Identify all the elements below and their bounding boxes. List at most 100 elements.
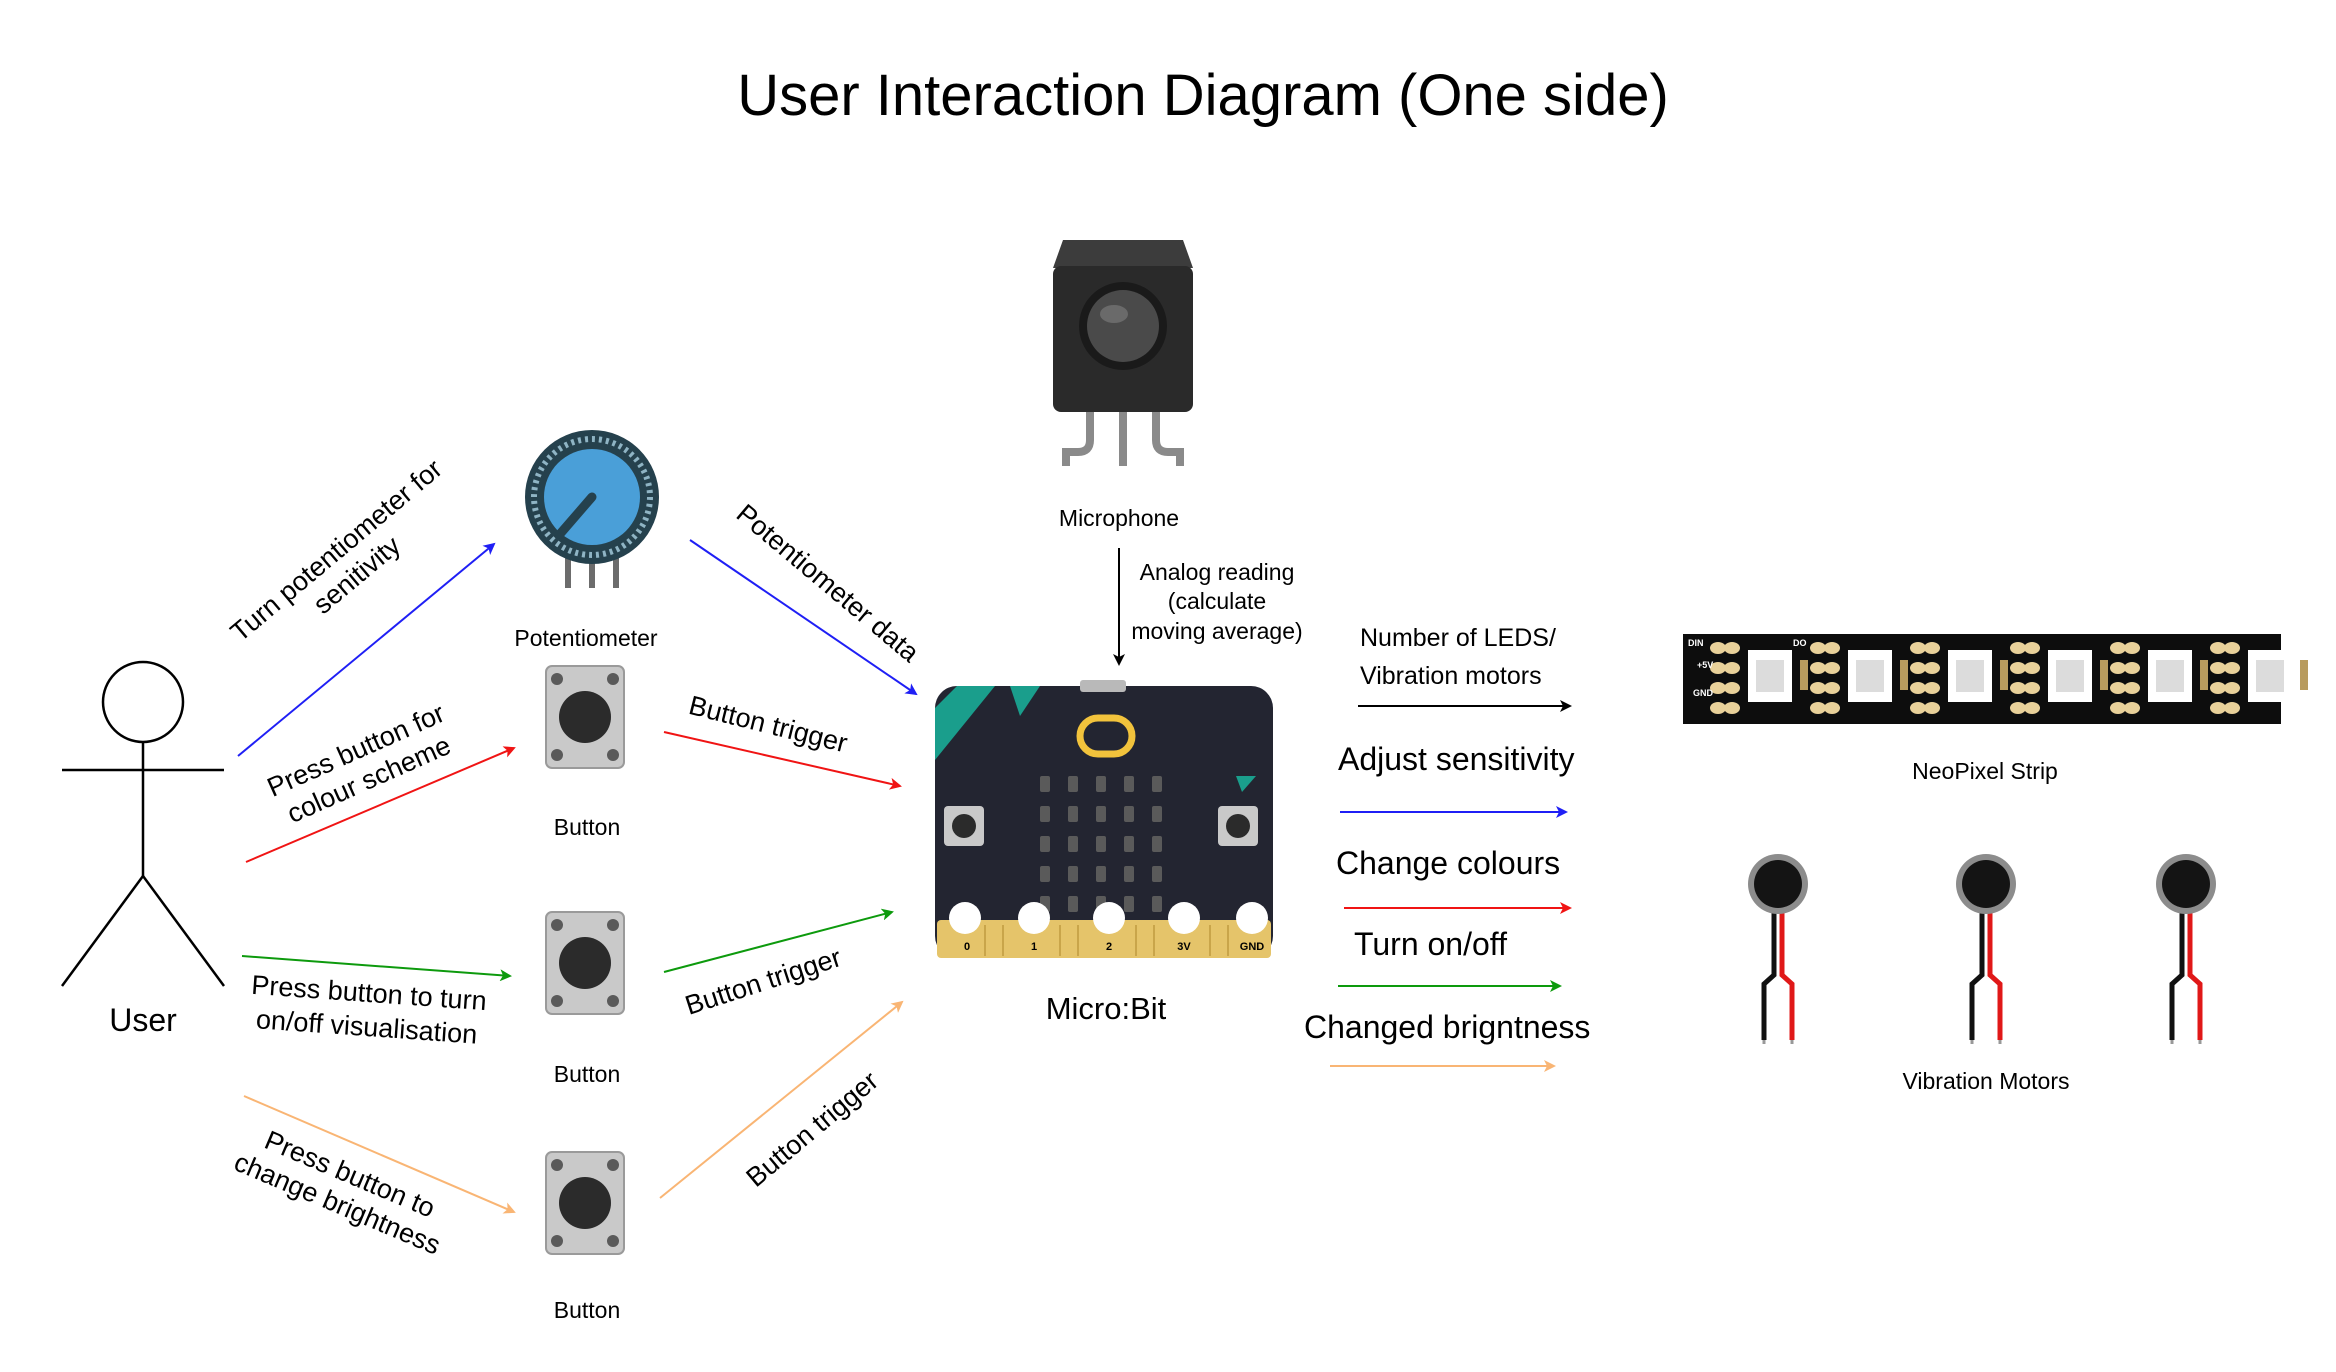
neopixel-label: NeoPixel Strip xyxy=(1912,758,2058,784)
neopixel-din-label: DIN xyxy=(1688,638,1704,648)
neopixel-pad xyxy=(2110,662,2126,674)
neopixel-led-chip xyxy=(2056,660,2084,692)
arrow-button-2-to-microbit xyxy=(663,908,894,973)
neopixel-pad xyxy=(1910,662,1926,674)
pin-1-label: 1 xyxy=(1031,941,1037,953)
edge-label-microphone-to-microbit: Analog reading (calculate moving average… xyxy=(1131,559,1302,644)
edge-label-mic-line1: Analog reading xyxy=(1140,559,1295,585)
button-2-label: Button xyxy=(554,1061,621,1087)
pin-gnd-label: GND xyxy=(1240,941,1265,953)
neopixel-pad xyxy=(1924,642,1940,654)
potentiometer-icon xyxy=(525,430,659,588)
button-1-icon xyxy=(545,665,625,769)
legend-number-line2: Vibration motors xyxy=(1360,662,1542,690)
neopixel-pad xyxy=(1810,702,1826,714)
neopixel-pad xyxy=(1824,642,1840,654)
neopixel-resistor xyxy=(2200,660,2208,690)
pin-0-label: 0 xyxy=(964,941,970,953)
button-1-label: Button xyxy=(554,814,621,840)
neopixel-pad xyxy=(2224,662,2240,674)
edge-label-user-to-potentiometer: Turn potentiometer for senitivity xyxy=(225,453,448,647)
edge-label-mic-line2: (calculate xyxy=(1168,588,1266,614)
button-3-label: Button xyxy=(554,1297,621,1323)
neopixel-pad xyxy=(2010,662,2026,674)
neopixel-pad xyxy=(1824,702,1840,714)
neopixel-pad xyxy=(2210,662,2226,674)
user-actor xyxy=(60,660,226,987)
neopixel-pad xyxy=(2224,642,2240,654)
neopixel-led-chip xyxy=(2156,660,2184,692)
microphone-icon xyxy=(1053,240,1193,466)
neopixel-resistor xyxy=(1900,660,1908,690)
arrow-user-to-potentiometer xyxy=(237,542,496,757)
vibration-motor-2-icon xyxy=(1956,854,2016,1044)
neopixel-pad xyxy=(2224,682,2240,694)
neopixel-pad xyxy=(1910,702,1926,714)
legend: Number of LEDS/ Vibration motors Adjust … xyxy=(1304,624,1590,1072)
neopixel-pad xyxy=(2210,682,2226,694)
neopixel-pad xyxy=(1810,642,1826,654)
vibration-motor-3-icon xyxy=(2156,854,2216,1044)
neopixel-pad xyxy=(1724,642,1740,654)
legend-colours-label: Change colours xyxy=(1336,845,1560,881)
neopixel-pad xyxy=(1710,682,1726,694)
edge-label-potentiometer-to-microbit: Potentiometer data xyxy=(731,498,926,668)
edge-label-user-to-potentiometer-line1: Turn potentiometer for xyxy=(225,453,448,647)
neopixel-pad xyxy=(2124,642,2140,654)
neopixel-pad xyxy=(2024,702,2040,714)
neopixel-pad xyxy=(2110,682,2126,694)
vibration-motor-1-icon xyxy=(1748,854,1808,1044)
legend-sensitivity-label: Adjust sensitivity xyxy=(1338,741,1575,777)
neopixel-pad xyxy=(2210,642,2226,654)
legend-brightness-label: Changed brigntness xyxy=(1304,1009,1590,1045)
neopixel-resistor xyxy=(2000,660,2008,690)
neopixel-pad xyxy=(1924,682,1940,694)
neopixel-pad xyxy=(2024,662,2040,674)
neopixel-led-chip xyxy=(2256,660,2284,692)
neopixel-pad xyxy=(1824,682,1840,694)
neopixel-pad xyxy=(1710,662,1726,674)
neopixel-pad xyxy=(1910,682,1926,694)
edge-label-mic-line3: moving average) xyxy=(1131,618,1302,644)
neopixel-pad xyxy=(2024,642,2040,654)
microbit-led-grid xyxy=(1040,776,1162,912)
arrow-button-3-to-microbit xyxy=(659,1000,904,1199)
neopixel-pad xyxy=(1924,702,1940,714)
microbit-board: 0 1 2 3V GND xyxy=(935,680,1273,958)
arrow-user-to-button-3 xyxy=(243,1095,516,1214)
neopixel-5v-label: +5V xyxy=(1697,660,1713,670)
neopixel-led-chip xyxy=(1756,660,1784,692)
neopixel-led-chip xyxy=(1856,660,1884,692)
neopixel-do-label: DO xyxy=(1793,638,1807,648)
neopixel-pad xyxy=(1710,702,1726,714)
arrow-user-to-button-1 xyxy=(245,746,516,863)
neopixel-strip-icon: DIN DO +5V GND xyxy=(1683,634,2308,724)
edge-label-button-1-to-microbit: Button trigger xyxy=(686,690,851,758)
legend-onoff-label: Turn on/off xyxy=(1354,926,1507,962)
arrow-potentiometer-to-microbit xyxy=(689,539,918,696)
diagram-title: User Interaction Diagram (One side) xyxy=(737,63,1669,128)
neopixel-pad xyxy=(1910,642,1926,654)
neopixel-pad xyxy=(1710,642,1726,654)
microphone-label: Microphone xyxy=(1059,505,1179,531)
edge-label-button-2-to-microbit: Button trigger xyxy=(682,942,845,1021)
neopixel-pad xyxy=(1724,682,1740,694)
neopixel-resistor xyxy=(1800,660,1808,690)
potentiometer-label: Potentiometer xyxy=(514,625,658,651)
neopixel-pad xyxy=(1824,662,1840,674)
neopixel-gnd-label: GND xyxy=(1693,688,1714,698)
vibration-motors-label: Vibration Motors xyxy=(1902,1068,2069,1094)
neopixel-pad xyxy=(2110,702,2126,714)
neopixel-pad xyxy=(2224,702,2240,714)
neopixel-pad xyxy=(2010,682,2026,694)
neopixel-pad xyxy=(1810,662,1826,674)
edge-label-user-to-button-2: Press button to turn on/off visualisatio… xyxy=(250,970,487,1050)
arrow-button-1-to-microbit xyxy=(663,731,902,790)
neopixel-pad xyxy=(1810,682,1826,694)
neopixel-pad xyxy=(2124,682,2140,694)
edge-label-button-3-to-microbit: Button trigger xyxy=(740,1066,883,1193)
neopixel-led-chip xyxy=(1956,660,1984,692)
neopixel-pad xyxy=(2010,702,2026,714)
arrow-user-to-button-2 xyxy=(241,955,512,982)
